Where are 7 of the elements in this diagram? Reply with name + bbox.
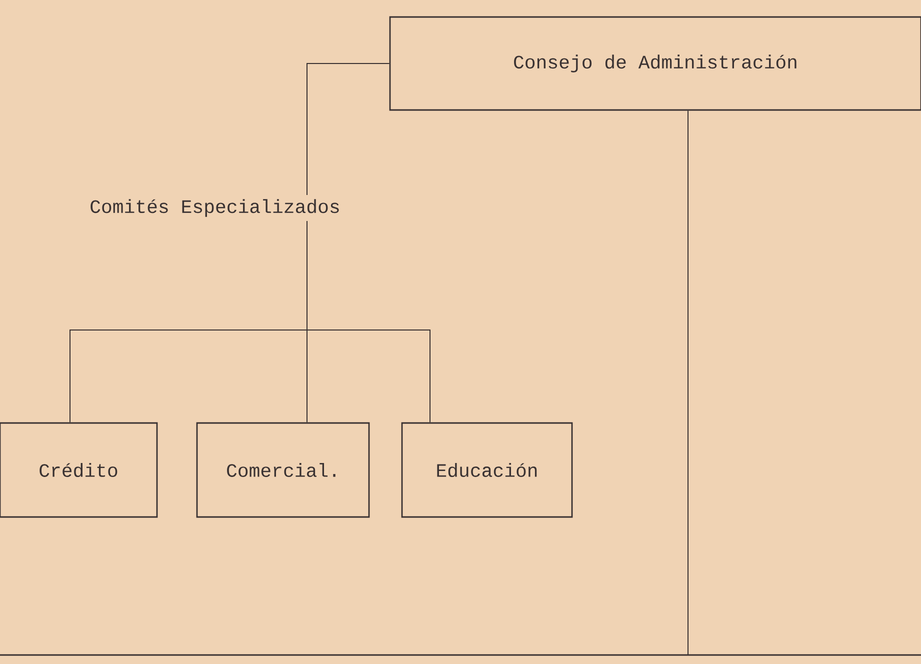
org-box: Educación [401, 422, 573, 518]
connector-line [306, 63, 390, 196]
connector-line [306, 220, 430, 423]
org-box: Comercial. [196, 422, 370, 518]
org-box: Crédito [0, 422, 158, 518]
org-box: Consejo de Administración [389, 16, 921, 111]
group-label: Comités Especializados [90, 199, 339, 217]
